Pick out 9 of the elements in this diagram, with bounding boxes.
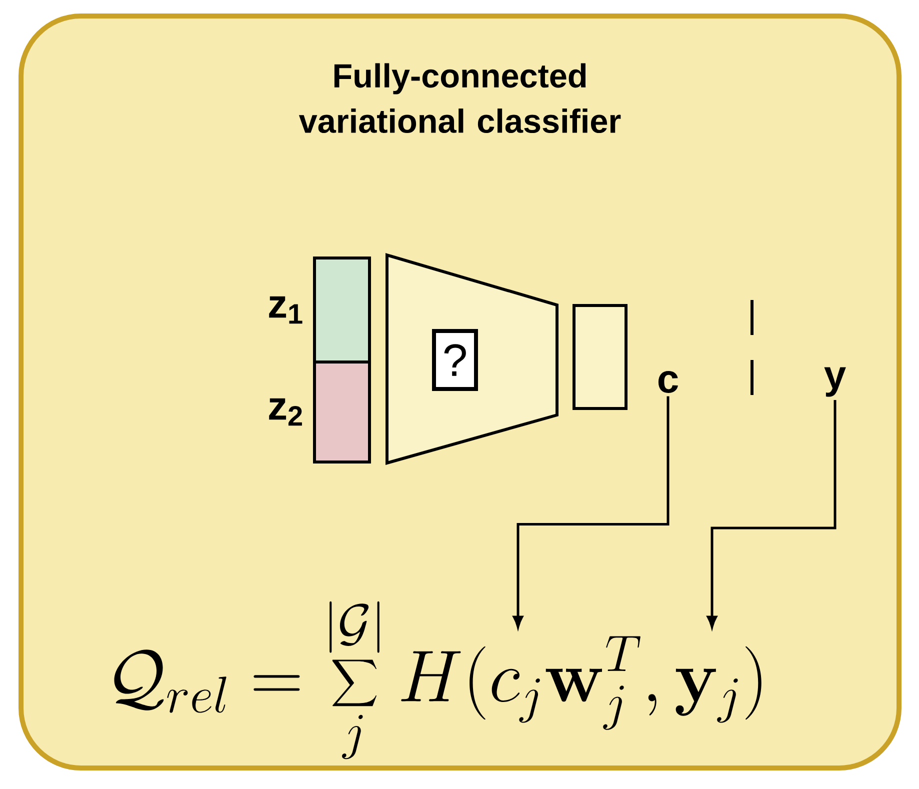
vector-cell [313, 256, 371, 364]
question-box: ? [432, 329, 478, 391]
loss-formula: $\mathcal{Q}_{rel} = \sum_{j}^{|\mathcal{G}|} H(c_j\mathbf{w}_j^T,\mathbf{y}_j)$ [114, 601, 762, 760]
variable-label: y [824, 367, 846, 397]
variable-label: z$_{1}$ [269, 296, 302, 324]
variable-label: c [658, 371, 678, 393]
vector-cell [572, 304, 628, 410]
vector-cell [313, 360, 371, 464]
variable-label: z$_{2}$ [269, 398, 302, 426]
